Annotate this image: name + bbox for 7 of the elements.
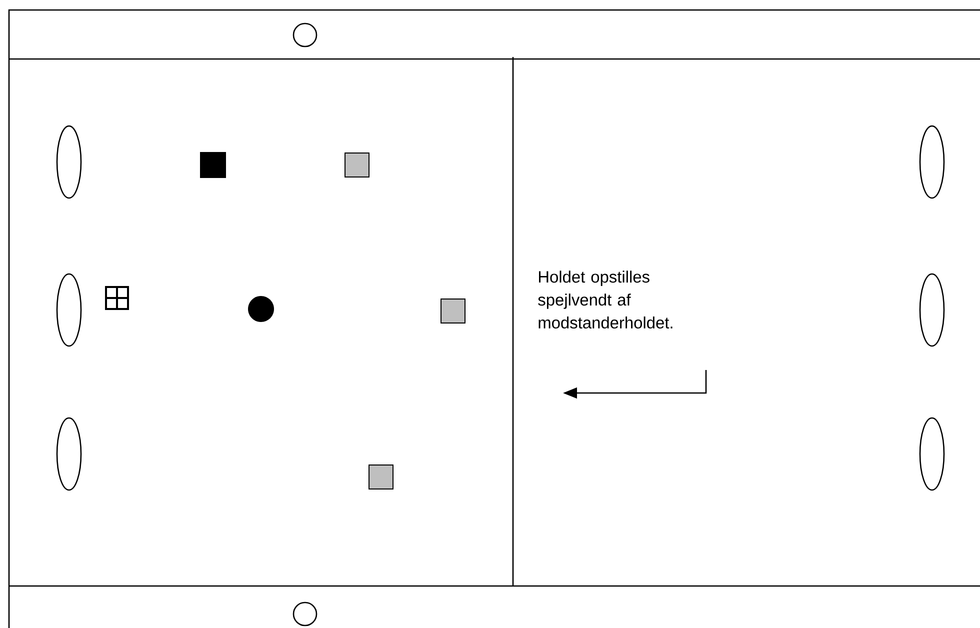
oval-marker [919,417,945,491]
note-text: Holdet opstilles spejlvendt af modstanderholdet. [538,270,672,329]
oval-marker [56,273,82,347]
oval-marker [56,125,82,199]
oval-marker [919,273,945,347]
oval-marker [919,125,945,199]
oval-marker [56,417,82,491]
